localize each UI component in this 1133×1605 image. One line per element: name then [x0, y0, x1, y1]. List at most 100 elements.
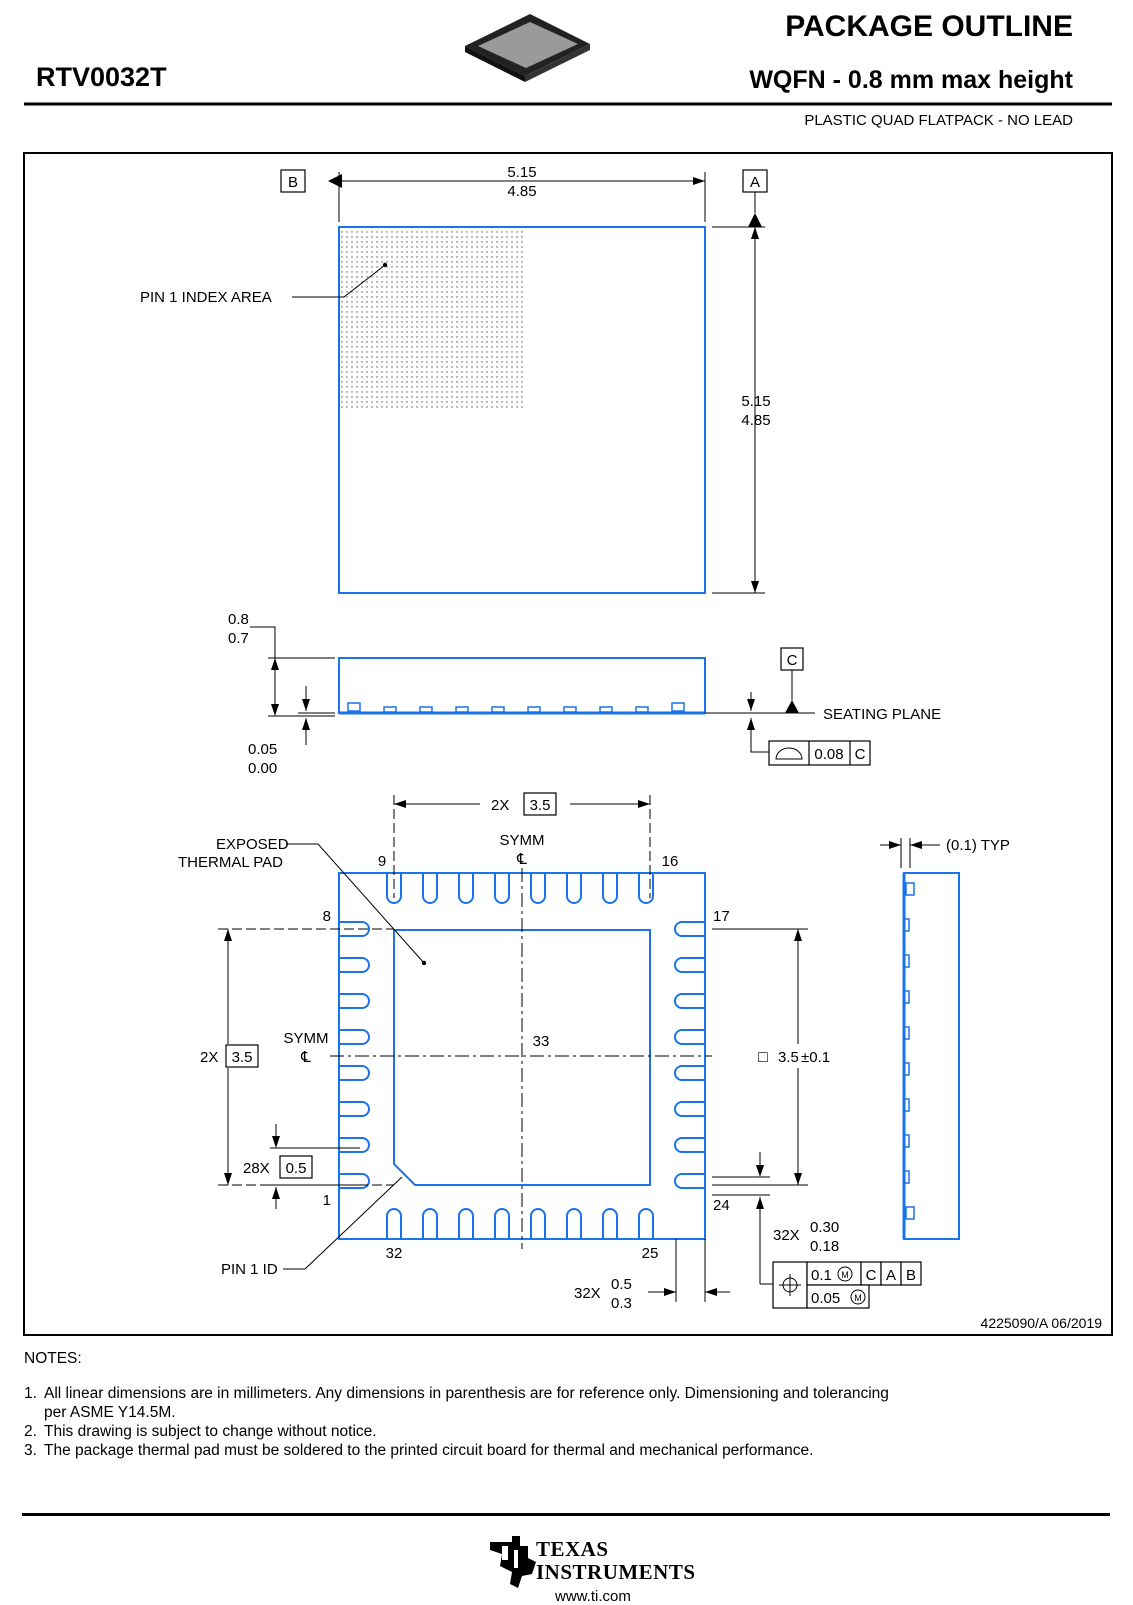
document-subtitle: WQFN - 0.8 mm max height	[749, 66, 1073, 94]
drawing-frame	[23, 152, 1113, 1336]
standoff-min: 0.00	[248, 760, 277, 777]
lead-pad	[339, 957, 370, 973]
datum-ref-a: A	[886, 1267, 896, 1284]
lead-pad	[674, 1101, 705, 1117]
package-thumbnail-icon	[465, 14, 590, 82]
company-name-line-1: TEXAS	[536, 1537, 609, 1561]
symm-label-left: SYMM	[284, 1030, 329, 1047]
datum-b-box	[280, 169, 306, 193]
pin1-index-area	[341, 229, 523, 411]
lead-pad	[530, 873, 546, 904]
position-tol-2: 0.05	[811, 1290, 840, 1307]
lead-pad	[339, 1065, 370, 1081]
pad-size-value: 3.5	[778, 1049, 799, 1066]
datum-b-triangle	[328, 174, 342, 188]
notes-title: NOTES:	[24, 1350, 82, 1367]
symm-label-top: SYMM	[500, 832, 545, 849]
lead-pad	[458, 873, 474, 904]
standoff-max: 0.05	[248, 741, 277, 758]
lead-pad	[422, 1208, 438, 1239]
right-side-view: (0.1) TYP	[880, 837, 1010, 1240]
pitch-box-top-value: 3.5	[530, 797, 551, 814]
lead-pad	[494, 873, 510, 904]
lead-pad	[674, 993, 705, 1009]
lead-pad	[386, 873, 402, 904]
lead-pad	[566, 1208, 582, 1239]
lead-pad	[458, 1208, 474, 1239]
side-lead	[903, 990, 910, 1004]
side-view-leads	[347, 702, 685, 713]
package-description: PLASTIC QUAD FLATPACK - NO LEAD	[804, 112, 1073, 129]
datum-c-triangle	[785, 700, 799, 713]
typ-dimension: (0.1) TYP	[946, 837, 1010, 854]
exposed-pad-label-2: THERMAL PAD	[178, 854, 283, 871]
exposed-thermal-pad	[393, 929, 651, 1186]
side-lead	[903, 1026, 910, 1040]
pad-size-symbol: □	[758, 1049, 768, 1066]
pin-number-label: 25	[642, 1245, 659, 1262]
height-min: 4.85	[741, 412, 770, 429]
datum-b-label: B	[288, 174, 298, 191]
pin-number-label: 32	[386, 1245, 403, 1262]
seating-plane-label: SEATING PLANE	[823, 706, 941, 723]
lead-pad	[386, 1208, 402, 1239]
side-lead	[455, 706, 469, 713]
lead-pad	[674, 1065, 705, 1081]
modifier-circle-1	[837, 1266, 853, 1282]
datum-c-label: C	[787, 652, 798, 669]
document-title: PACKAGE OUTLINE	[785, 10, 1073, 43]
flatness-frame	[768, 740, 871, 766]
lead-pad	[602, 873, 618, 904]
centerline-symbol-top: ℄	[516, 851, 527, 868]
note-item: 1.All linear dimensions are in millimete…	[24, 1385, 889, 1402]
exposed-pad-label-1: EXPOSED	[216, 836, 289, 853]
flatness-value: 0.08	[814, 746, 843, 763]
lead-pad	[339, 921, 370, 937]
drawing-number: 4225090/A 06/2019	[981, 1315, 1103, 1331]
lead-pitch-count: 28X	[243, 1160, 270, 1177]
lead-pad	[339, 1029, 370, 1045]
lead-pad	[339, 993, 370, 1009]
lead-pad	[674, 921, 705, 937]
top-view: B 5.15 4.85 A 5.15 4.85 PIN 1 INDEX AREA	[140, 164, 771, 594]
part-id: RTV0032T	[36, 62, 167, 92]
notes-section: NOTES: 1.All linear dimensions are in mi…	[24, 1350, 1064, 1460]
side-height-min: 0.7	[228, 630, 249, 647]
lead-pad	[674, 957, 705, 973]
pitch-count-top: 2X	[491, 797, 509, 814]
note-item: 2.This drawing is subject to change with…	[24, 1423, 377, 1440]
lead-pad	[339, 1101, 370, 1117]
lead-pad	[494, 1208, 510, 1239]
side-lead	[903, 1098, 910, 1112]
lead-pad	[339, 1173, 370, 1189]
pitch-box-top	[523, 792, 557, 816]
side-lead	[527, 706, 541, 713]
lead-pad	[339, 1137, 370, 1153]
top-view-body	[338, 226, 706, 594]
lead-pad	[566, 873, 582, 904]
lead-pad	[674, 1029, 705, 1045]
height-max: 5.15	[741, 393, 770, 410]
pin-number-label: 17	[713, 908, 730, 925]
lead-pad	[422, 873, 438, 904]
bottom-view-leads	[339, 873, 705, 1239]
pin-number-label: 9	[378, 853, 386, 870]
company-name-line-2: INSTRUMENTS	[536, 1560, 696, 1584]
lead-pad	[638, 873, 654, 904]
datum-a-label: A	[750, 174, 760, 191]
lead-pitch-value: 0.5	[286, 1160, 307, 1177]
side-lead	[635, 706, 649, 713]
side-lead	[347, 702, 361, 712]
side-lead	[903, 1170, 910, 1184]
lead-pitch-box	[279, 1155, 313, 1179]
side-lead	[903, 954, 910, 968]
lead-pad	[530, 1208, 546, 1239]
lead-length-max: 0.5	[611, 1276, 632, 1293]
modifier-m-1: M	[841, 1270, 849, 1280]
lead-width-count: 32X	[773, 1227, 800, 1244]
lead-pad	[674, 1173, 705, 1189]
side-lead	[671, 702, 685, 712]
right-side-leads	[903, 882, 915, 1220]
side-lead	[563, 706, 577, 713]
